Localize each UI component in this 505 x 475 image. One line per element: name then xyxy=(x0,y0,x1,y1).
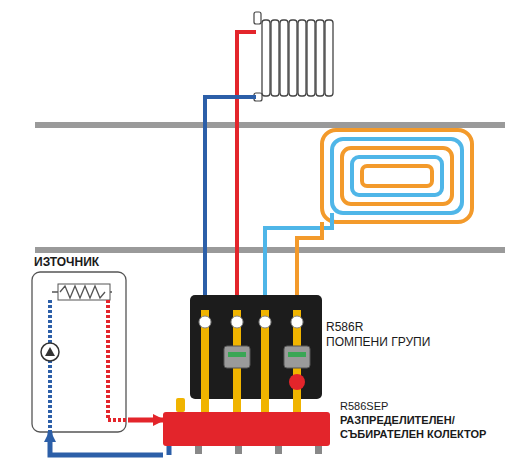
pump-group-panel xyxy=(231,316,243,328)
heat-source xyxy=(32,272,126,432)
pump-group-panel xyxy=(284,346,310,368)
radiator-pipe xyxy=(237,32,256,312)
radiator xyxy=(325,20,333,96)
pump-group-panel xyxy=(224,346,250,368)
pump-group-panel xyxy=(289,374,305,390)
collector-bar xyxy=(275,446,282,454)
description-label: ПОМПЕНИ ГРУПИ xyxy=(326,335,498,350)
radiator xyxy=(254,12,333,101)
collector-bar xyxy=(176,398,185,412)
floor-slab xyxy=(35,122,505,128)
floor-heating-loop xyxy=(322,130,472,222)
heat-source xyxy=(52,291,112,292)
collector-bar xyxy=(167,446,172,455)
collector-bar xyxy=(163,398,330,455)
radiator xyxy=(271,20,279,96)
floor-heating-loop xyxy=(352,157,442,195)
heat-source xyxy=(45,347,55,356)
part-label: R586R xyxy=(326,320,498,335)
collector-bar xyxy=(315,446,322,454)
radiator xyxy=(289,20,297,96)
heat-source xyxy=(108,300,128,420)
floor-heating-loop xyxy=(362,166,432,186)
radiator xyxy=(316,20,324,96)
description-label: РАЗПРЕДЕЛИТЕЛЕН/ СЪБИРАТЕЛЕН КОЛЕКТОР xyxy=(340,414,503,442)
pump-group-panel xyxy=(288,352,306,357)
pump-group-panel xyxy=(291,316,303,328)
radiator-pipe xyxy=(205,97,256,312)
heat-source xyxy=(58,284,110,300)
heat-source xyxy=(60,286,105,298)
pump-group-panel xyxy=(190,295,322,399)
radiator xyxy=(298,20,306,96)
pump-group: R586RПОМПЕНИ ГРУПИ xyxy=(326,320,498,360)
pump-group-panel xyxy=(259,316,271,328)
pump-group-panel xyxy=(199,316,211,328)
floor-heating-loop xyxy=(265,130,472,312)
collector-bar xyxy=(195,446,202,454)
part-label: ИЗТОЧНИК xyxy=(34,255,128,270)
radiator-pipe xyxy=(205,32,256,312)
floor-heating-loop xyxy=(342,148,452,204)
floor-slab xyxy=(35,247,505,253)
return-pipe xyxy=(50,432,163,455)
heat-source xyxy=(48,300,52,432)
floor-heating-loop xyxy=(332,139,462,213)
supply-pipe xyxy=(128,418,163,423)
pump-group-panel xyxy=(228,352,246,357)
collector-bar xyxy=(163,412,330,446)
radiator xyxy=(262,20,270,96)
floor-slab xyxy=(35,122,505,253)
radiator xyxy=(307,20,315,96)
heat-source xyxy=(32,272,128,432)
heat-source: ИЗТОЧНИК xyxy=(30,255,128,432)
heat-source xyxy=(41,343,59,361)
part-label: R586SEP xyxy=(340,400,503,414)
collector: R586SEPРАЗПРЕДЕЛИТЕЛЕН/ СЪБИРАТЕЛЕН КОЛЕ… xyxy=(163,400,503,472)
radiator xyxy=(280,20,288,96)
radiator xyxy=(254,12,261,24)
pump-group-panel xyxy=(190,295,322,414)
collector-bar xyxy=(235,446,242,454)
